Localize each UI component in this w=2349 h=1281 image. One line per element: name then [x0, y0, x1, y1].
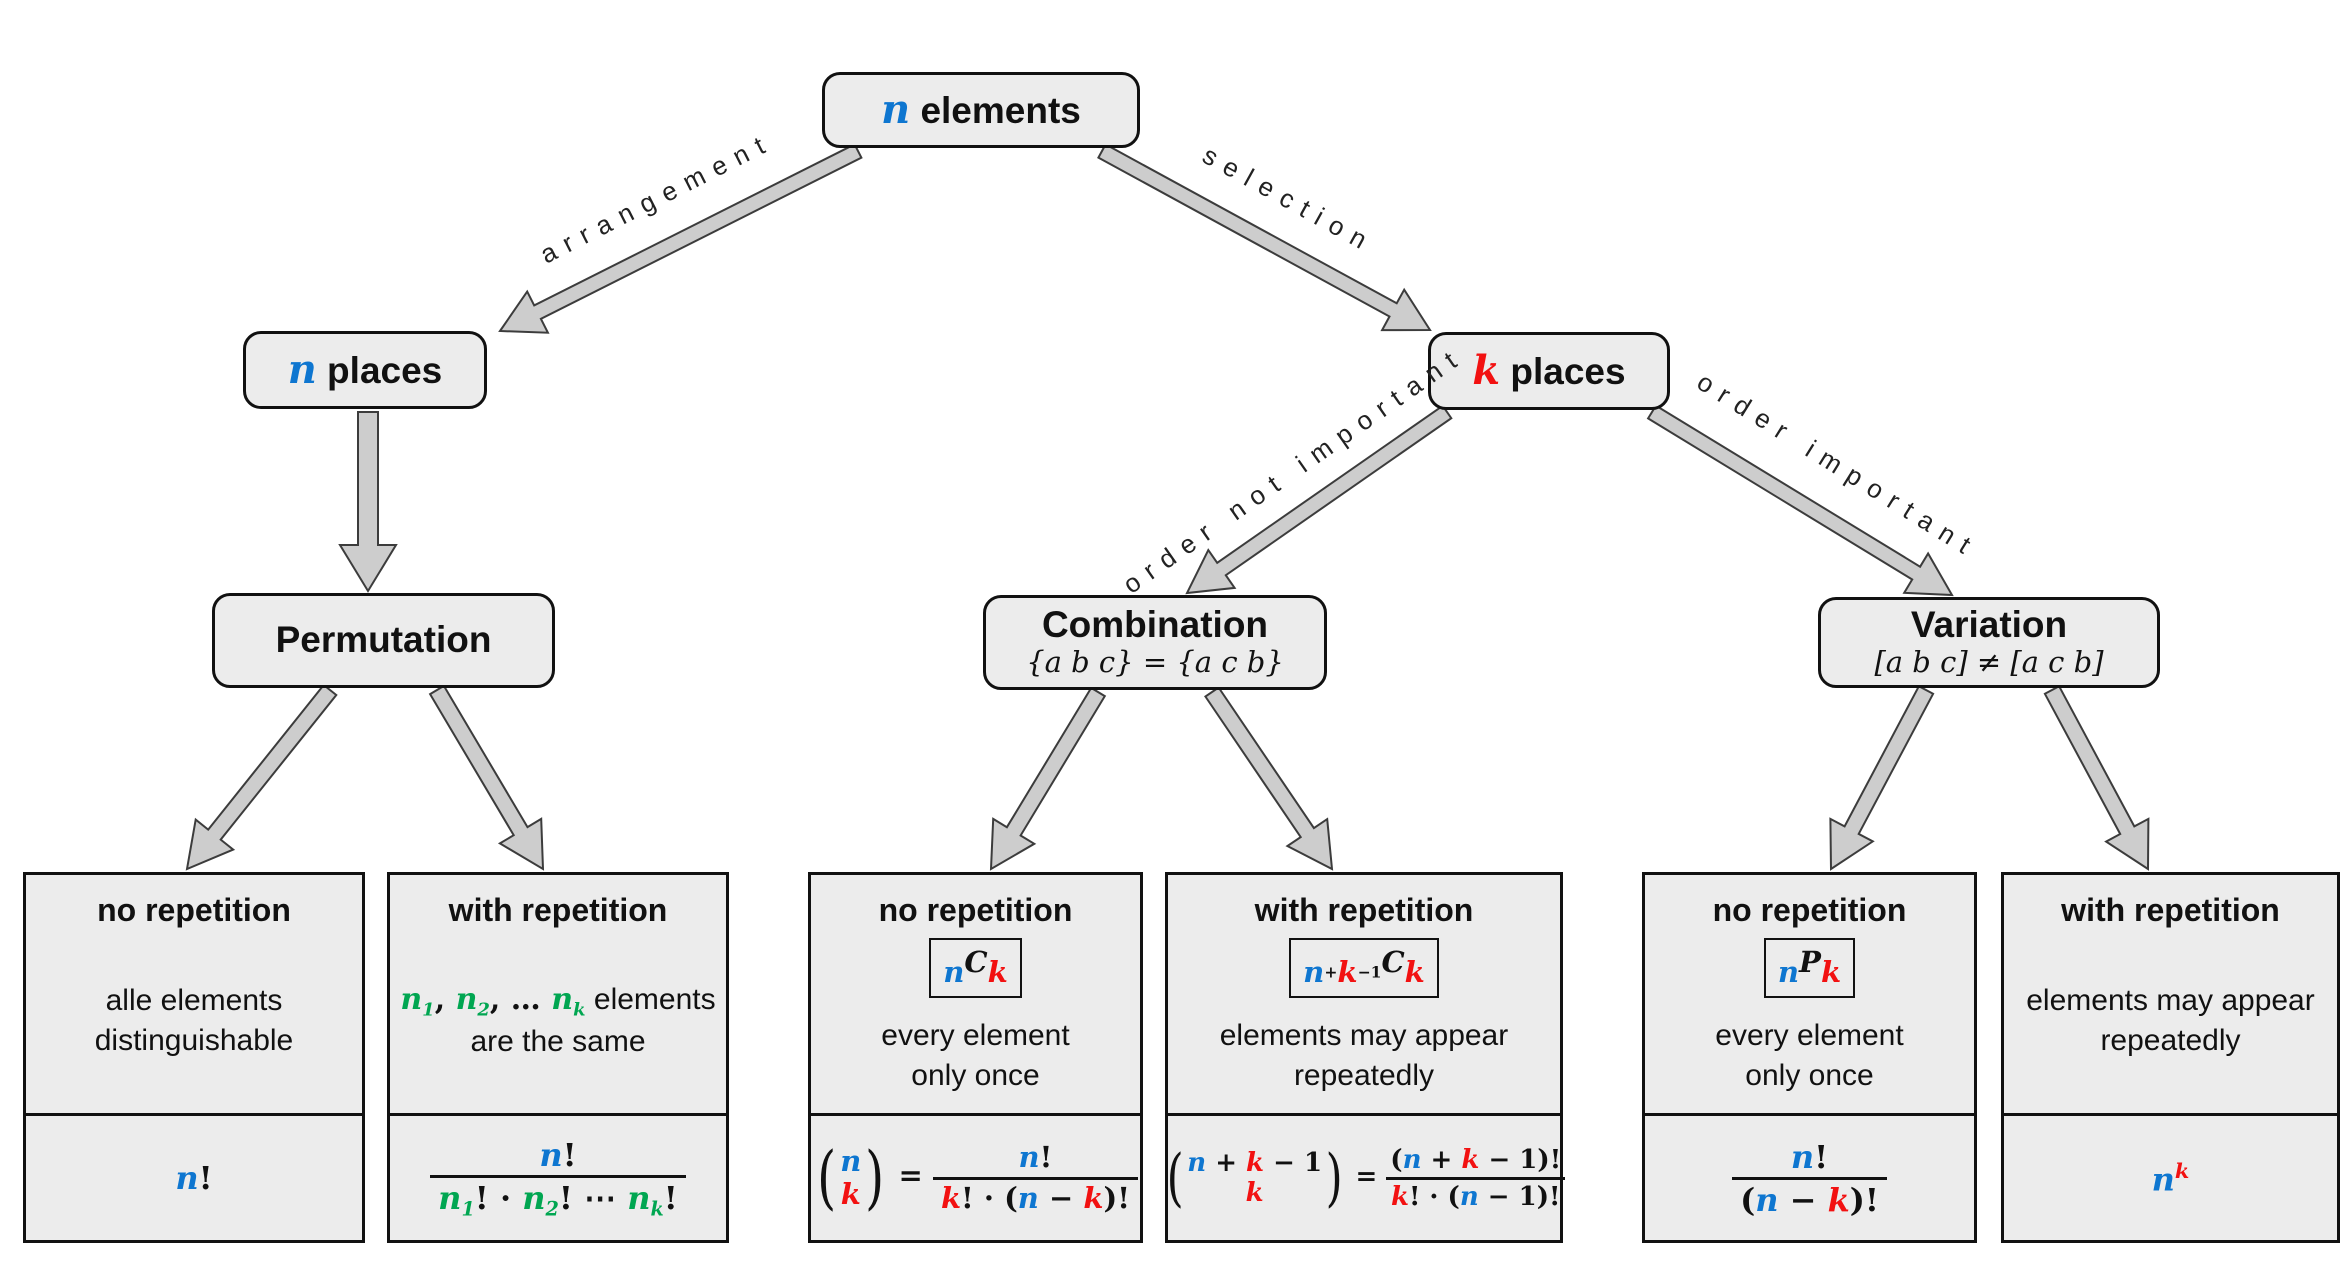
node-title: n places: [287, 346, 443, 394]
leaf-title: with repetition: [448, 892, 668, 928]
node-title: n elements: [881, 86, 1081, 134]
tree-edge-arrow: [1829, 684, 1935, 871]
node-title: k places: [1472, 347, 1626, 395]
tree-edge-arrow: [428, 684, 545, 871]
tree-edge-arrow: [1204, 686, 1334, 871]
tree-edge-arrow: [185, 683, 338, 871]
node-n-places: n places: [243, 331, 487, 409]
node-title: Permutation: [275, 619, 492, 661]
node-n-elements: n elements: [822, 72, 1140, 148]
leaf-formula: nk: [2004, 1113, 2337, 1240]
formula-symbol-badge-n+k-1Ck: n+k−1Ck: [1289, 938, 1439, 999]
tree-edge-arrow: [1646, 404, 1954, 597]
tree-edge-arrow: [1097, 143, 1432, 332]
node-subtitle: {a b c} = {a c b}: [1026, 645, 1284, 680]
tree-edge-arrow: [2043, 684, 2150, 871]
node-combination: Combination {a b c} = {a c b}: [983, 595, 1327, 690]
node-title: Variation: [1910, 603, 2068, 645]
leaf-body: with repetition n+k−1Ck elements may app…: [1168, 875, 1560, 1113]
formula-symbol-badge-nCk: nCk: [929, 938, 1022, 999]
leaf-title: no repetition: [1712, 892, 1907, 928]
tree-edge-arrow: [338, 411, 398, 593]
leaf-title: no repetition: [97, 892, 291, 928]
node-k-places: k places: [1428, 332, 1670, 410]
node-subtitle: [a b c] ≠ [a c b]: [1874, 645, 2104, 680]
node-variation: Variation [a b c] ≠ [a c b]: [1818, 597, 2160, 688]
tree-edge-arrow: [989, 686, 1107, 871]
leaf-title: with repetition: [2061, 892, 2280, 928]
leaf-formula: n!(n − k)!: [1645, 1113, 1974, 1240]
formula-symbol-badge-nPk: nPk: [1763, 938, 1856, 999]
leaf-formula: n!: [26, 1113, 362, 1240]
tree-edge-arrow: [1185, 404, 1453, 595]
leaf-formula: n!n1! · n2! ⋯ nk!: [390, 1113, 726, 1240]
tree-edge-arrow: [498, 142, 863, 334]
leaf-title: with repetition: [1254, 892, 1474, 928]
leaf-title: no repetition: [878, 892, 1073, 928]
leaf-combination-with-repetition: with repetition n+k−1Ck elements may app…: [1165, 872, 1566, 1243]
node-title: Combination: [1041, 603, 1269, 645]
node-permutation: Permutation: [212, 593, 555, 688]
